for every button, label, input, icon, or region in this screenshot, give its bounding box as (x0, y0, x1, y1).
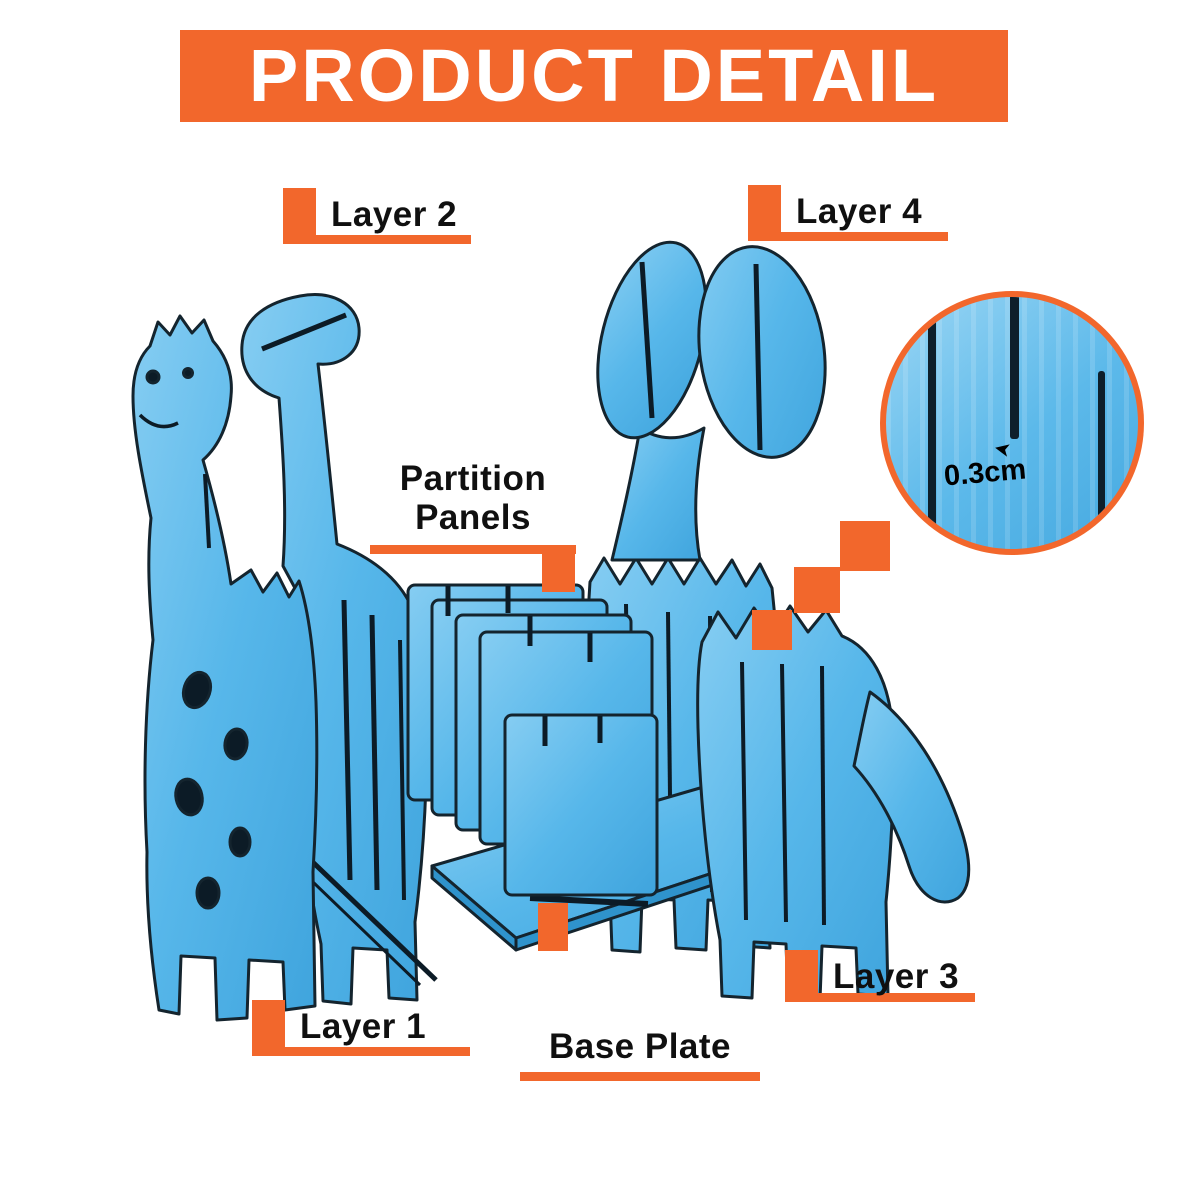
layer3-slot-line (740, 661, 748, 921)
layer4-head-leaf (697, 245, 827, 459)
zoom-slot-line (1010, 297, 1019, 439)
layer4-slot-line (753, 263, 763, 451)
label-partition-panels: Partition Panels (370, 459, 576, 537)
connector-square (794, 567, 840, 613)
layer3-tail-slide (852, 690, 971, 904)
layer2-slot-line (261, 312, 347, 352)
callout-underline (252, 1047, 470, 1056)
label-layer3: Layer 3 (833, 957, 960, 996)
base-plate-edge (430, 864, 518, 952)
zoom-slot-line (928, 307, 936, 539)
callout-underline (748, 232, 948, 241)
layer3-slot-line (780, 663, 788, 923)
callout-marker (748, 185, 781, 239)
layer2-slot-line (398, 639, 406, 901)
callout-underline (283, 235, 471, 244)
callout-layer1: Layer 1 (252, 1000, 470, 1056)
callout-marker (283, 188, 316, 242)
layer1-spot (223, 727, 249, 761)
connector-square (752, 610, 792, 650)
layer1-eye (182, 367, 194, 379)
layer1-slot-line (203, 473, 211, 549)
callout-layer3: Layer 3 (785, 950, 975, 1002)
label-layer2: Layer 2 (331, 195, 458, 234)
measurement-label: 0.3cm (942, 453, 1028, 493)
callout-underline (370, 545, 576, 554)
layer1-eye (145, 369, 161, 385)
callout-underline (785, 993, 975, 1002)
callout-underline (520, 1072, 760, 1081)
layer2-slot-line (341, 599, 353, 881)
layer4-dino-neck (610, 426, 706, 562)
layer2-dino-piece (240, 293, 428, 1006)
layer3-dino-piece (696, 604, 895, 1002)
callout-partition-panels: Partition Panels (370, 459, 576, 592)
callout-layer4: Layer 4 (748, 185, 948, 241)
callout-marker (785, 950, 818, 1000)
label-base-plate: Base Plate (548, 1027, 732, 1066)
label-layer4: Layer 4 (796, 192, 923, 231)
zoom-slot-line (1098, 371, 1105, 523)
label-partition-line1: Partition (399, 459, 547, 498)
callout-layer2: Layer 2 (283, 188, 471, 244)
layer1-spot (174, 777, 204, 817)
layer3-slot-line (820, 665, 826, 926)
layer1-dino-piece (131, 314, 319, 1022)
callout-marker (538, 903, 568, 951)
connector-square (840, 521, 890, 571)
loose-stick-piece (296, 846, 438, 982)
label-layer1: Layer 1 (300, 1007, 427, 1046)
partition-panel (503, 713, 659, 897)
callout-marker (252, 1000, 285, 1054)
page-title: PRODUCT DETAIL (248, 34, 940, 117)
base-plate-slot (529, 895, 649, 907)
layer1-smile (138, 413, 179, 429)
callout-marker (542, 548, 575, 592)
layer1-spot (195, 876, 221, 910)
label-partition-line2: Panels (415, 497, 531, 537)
layer2-slot-line (369, 614, 380, 891)
layer4-slot-line (639, 261, 655, 419)
zoom-inset: ➤ 0.3cm (880, 291, 1144, 555)
callout-base-plate: Base Plate (520, 1020, 760, 1081)
layer1-spot (228, 826, 252, 858)
header-banner: PRODUCT DETAIL (180, 30, 1008, 122)
layer1-spot (181, 670, 213, 710)
